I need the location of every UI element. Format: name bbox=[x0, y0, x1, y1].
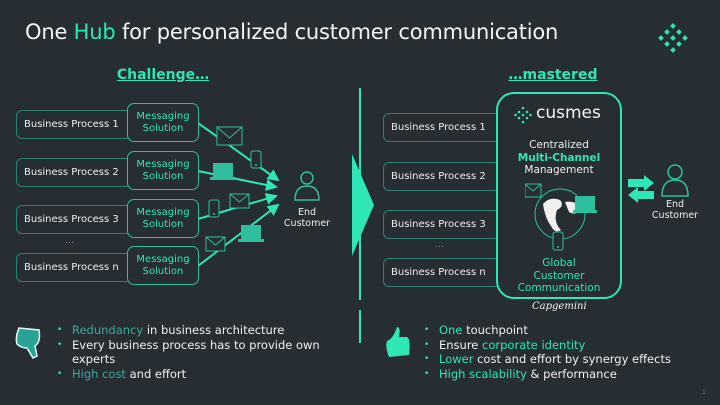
pros-list: One touchpoint Ensure corporate identity… bbox=[424, 323, 714, 381]
envelope-icon bbox=[229, 193, 250, 209]
cusmes-logo-icon bbox=[514, 106, 532, 124]
cusmes-hub bbox=[496, 92, 622, 299]
cusmes-logo-text: cusmes bbox=[536, 103, 601, 123]
envelope-icon bbox=[205, 236, 226, 252]
business-process-1: Business Process 1 bbox=[383, 113, 508, 142]
challenge-heading: Challenge… bbox=[116, 67, 210, 83]
envelope-icon bbox=[216, 126, 243, 146]
cons-item: Redundancy in business architecture bbox=[57, 323, 327, 338]
slide-title: One Hub for personalized customer commun… bbox=[25, 20, 559, 44]
bidirectional-arrows-icon bbox=[628, 175, 654, 203]
thumbs-down-icon bbox=[15, 327, 41, 359]
person-icon bbox=[661, 164, 689, 197]
business-process-3: Business Process 3 bbox=[383, 210, 508, 239]
business-process-1: Business Process 1 bbox=[16, 110, 136, 139]
cusmes-logo-icon bbox=[658, 23, 688, 53]
business-process-n: Business Process n bbox=[16, 253, 136, 282]
ellipsis: … bbox=[65, 236, 74, 246]
pros-item: High scalability & performance bbox=[424, 367, 714, 382]
ellipsis: … bbox=[435, 240, 444, 250]
page-number: 1 bbox=[702, 389, 706, 396]
laptop-icon bbox=[210, 163, 236, 180]
cons-item: Every business process has to provide ow… bbox=[57, 338, 327, 367]
laptop-icon bbox=[238, 225, 264, 242]
mastered-heading: …mastered bbox=[508, 67, 598, 83]
pros-item: One touchpoint bbox=[424, 323, 714, 338]
capgemini-logo: Capgemini bbox=[532, 301, 587, 312]
phone-icon bbox=[250, 150, 262, 169]
divider bbox=[359, 310, 361, 343]
person-icon bbox=[294, 171, 320, 201]
globe-channels-icon bbox=[525, 183, 597, 251]
pros-item: Lower cost and effort by synergy effects bbox=[424, 352, 714, 367]
cons-list: Redundancy in business architecture Ever… bbox=[57, 323, 327, 381]
thumbs-up-icon bbox=[386, 327, 410, 357]
chevron-arrow-icon bbox=[352, 154, 374, 256]
business-process-3: Business Process 3 bbox=[16, 205, 136, 234]
business-process-n: Business Process n bbox=[383, 258, 508, 287]
business-process-2: Business Process 2 bbox=[16, 158, 136, 187]
phone-icon bbox=[208, 199, 220, 218]
business-process-2: Business Process 2 bbox=[383, 162, 508, 191]
channel-arrows bbox=[197, 122, 320, 267]
cons-item: High cost and effort bbox=[57, 367, 327, 382]
pros-item: Ensure corporate identity bbox=[424, 338, 714, 353]
